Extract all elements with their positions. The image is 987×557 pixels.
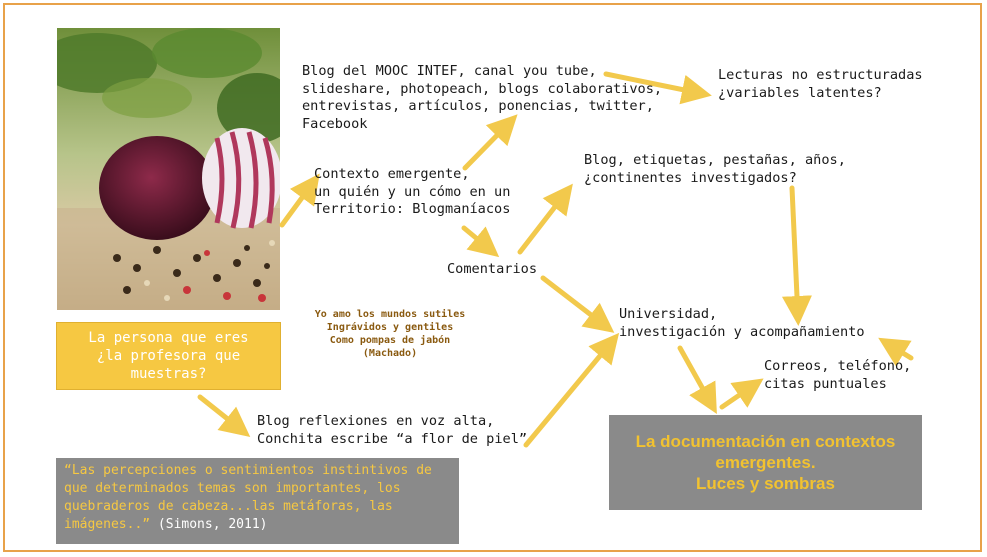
node-universidad: Universidad, investigación y acompañamie… bbox=[619, 306, 865, 340]
simons-quote-box: “Las percepciones o sentimientos instint… bbox=[56, 458, 459, 544]
node-blog-etiquetas: Blog, etiquetas, pestañas, años, ¿contin… bbox=[584, 152, 846, 186]
node-blog-reflexiones: Blog reflexiones en voz alta, Conchita e… bbox=[257, 413, 528, 447]
onion-peppercorns-photo bbox=[57, 28, 280, 310]
quote-citation: (Simons, 2011) bbox=[150, 517, 268, 532]
node-contexto: Contexto emergente, un quién y un cómo e… bbox=[314, 166, 511, 217]
node-blog-mooc: Blog del MOOC INTEF, canal you tube, sli… bbox=[302, 63, 663, 132]
documentacion-title-box: La documentación en contextos emergentes… bbox=[609, 415, 922, 510]
node-comentarios: Comentarios bbox=[447, 261, 538, 277]
node-lecturas: Lecturas no estructuradas ¿variables lat… bbox=[718, 67, 923, 101]
node-correos: Correos, teléfono, citas puntuales bbox=[764, 358, 912, 392]
persona-box: La persona que eres ¿la profesora que mu… bbox=[56, 322, 281, 390]
quote-text: “Las percepciones o sentimientos instint… bbox=[64, 463, 432, 532]
machado-poem: Yo amo los mundos sutiles Ingrávidos y g… bbox=[314, 309, 466, 359]
